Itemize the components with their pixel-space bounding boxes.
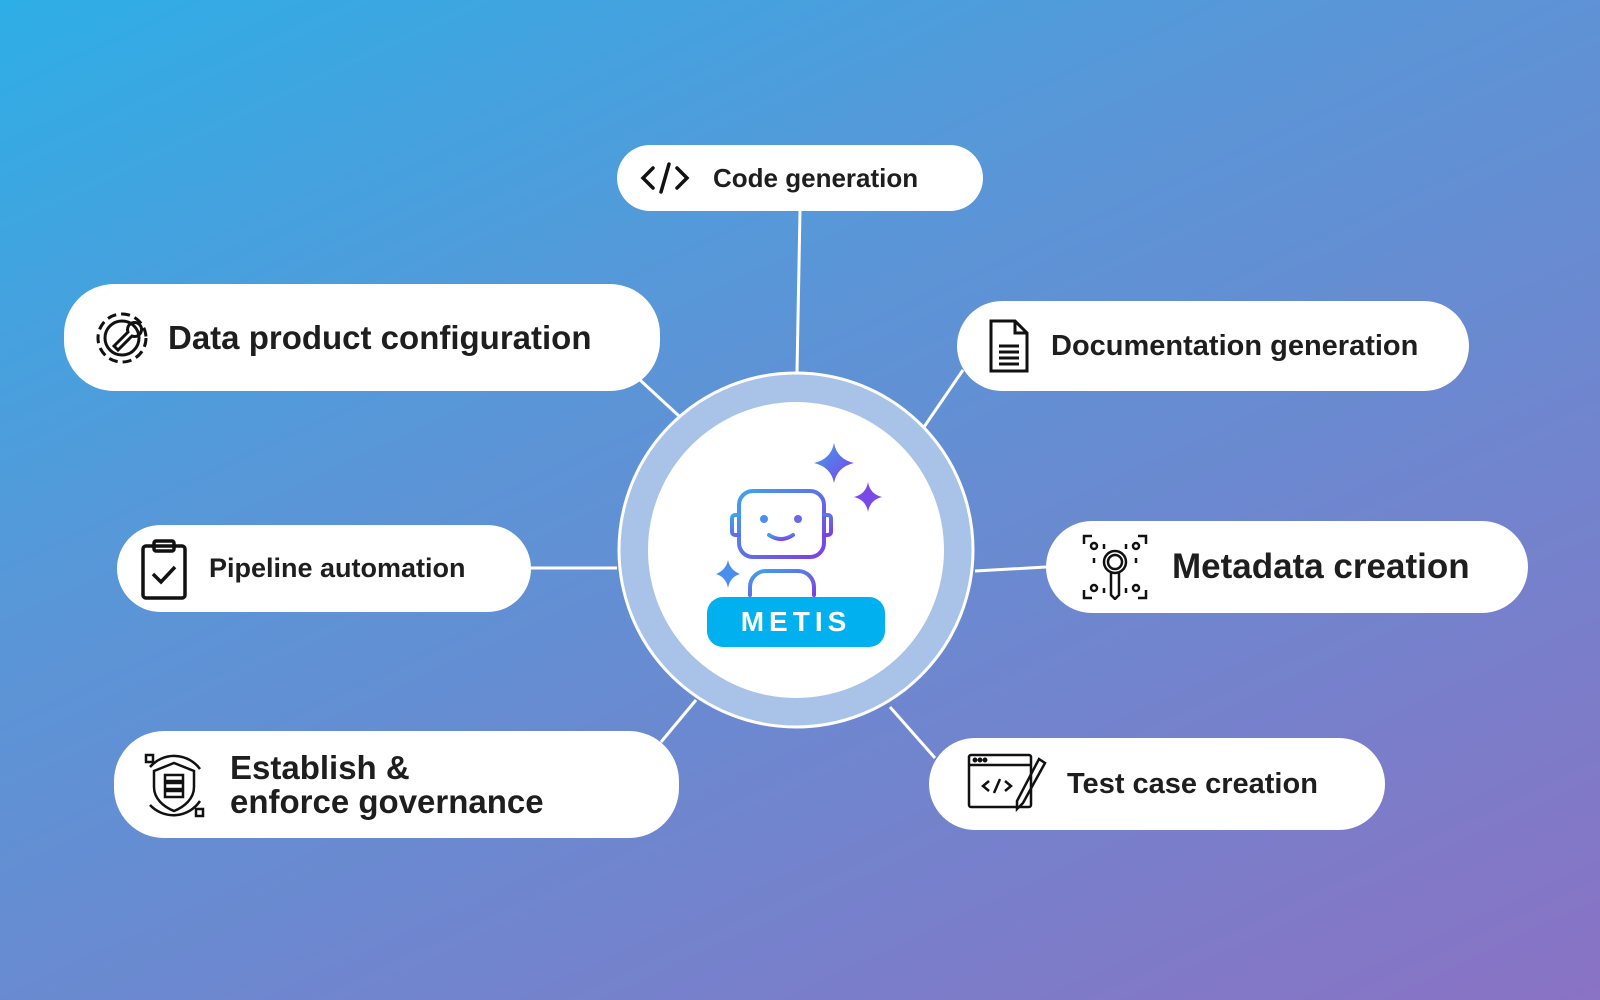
feature-metadata-creation: Metadata creation [1046,521,1528,613]
magnifier-scan-icon [1082,534,1148,600]
feature-code-generation: Code generation [617,145,983,211]
feature-establish-governance: Establish & enforce governance [114,731,679,838]
feature-label: Documentation generation [1051,329,1419,362]
connector-line [922,369,965,428]
feature-label: Code generation [713,162,919,193]
shield-database-icon [144,753,205,817]
hub-inner-circle [648,402,944,698]
feature-label-line1: Establish & [230,748,410,786]
code-icon [640,162,690,194]
feature-data-product-configuration: Data product configuration [64,284,660,391]
robot-sparkles-icon [716,443,882,597]
gear-wrench-icon [96,312,148,363]
connector-line [888,706,937,759]
clipboard-check-icon [141,538,187,600]
feature-label: Metadata creation [1172,547,1470,586]
connector-line [638,378,681,418]
feature-pipeline-automation: Pipeline automation [117,525,531,612]
connector-line [974,565,1047,573]
feature-label: Test case creation [1067,767,1318,800]
feature-label-line2: enforce governance [230,782,544,820]
code-window-pencil-icon [967,753,1047,813]
feature-label-block: Establish & enforce governance [230,748,544,820]
metis-badge: METIS [707,597,885,647]
feature-label: Data product configuration [168,318,592,356]
connector-line [659,699,698,743]
feature-test-case-creation: Test case creation [929,738,1385,830]
document-icon [989,319,1029,373]
feature-documentation-generation: Documentation generation [957,301,1469,391]
connector-line [795,210,802,373]
feature-label: Pipeline automation [209,553,466,583]
